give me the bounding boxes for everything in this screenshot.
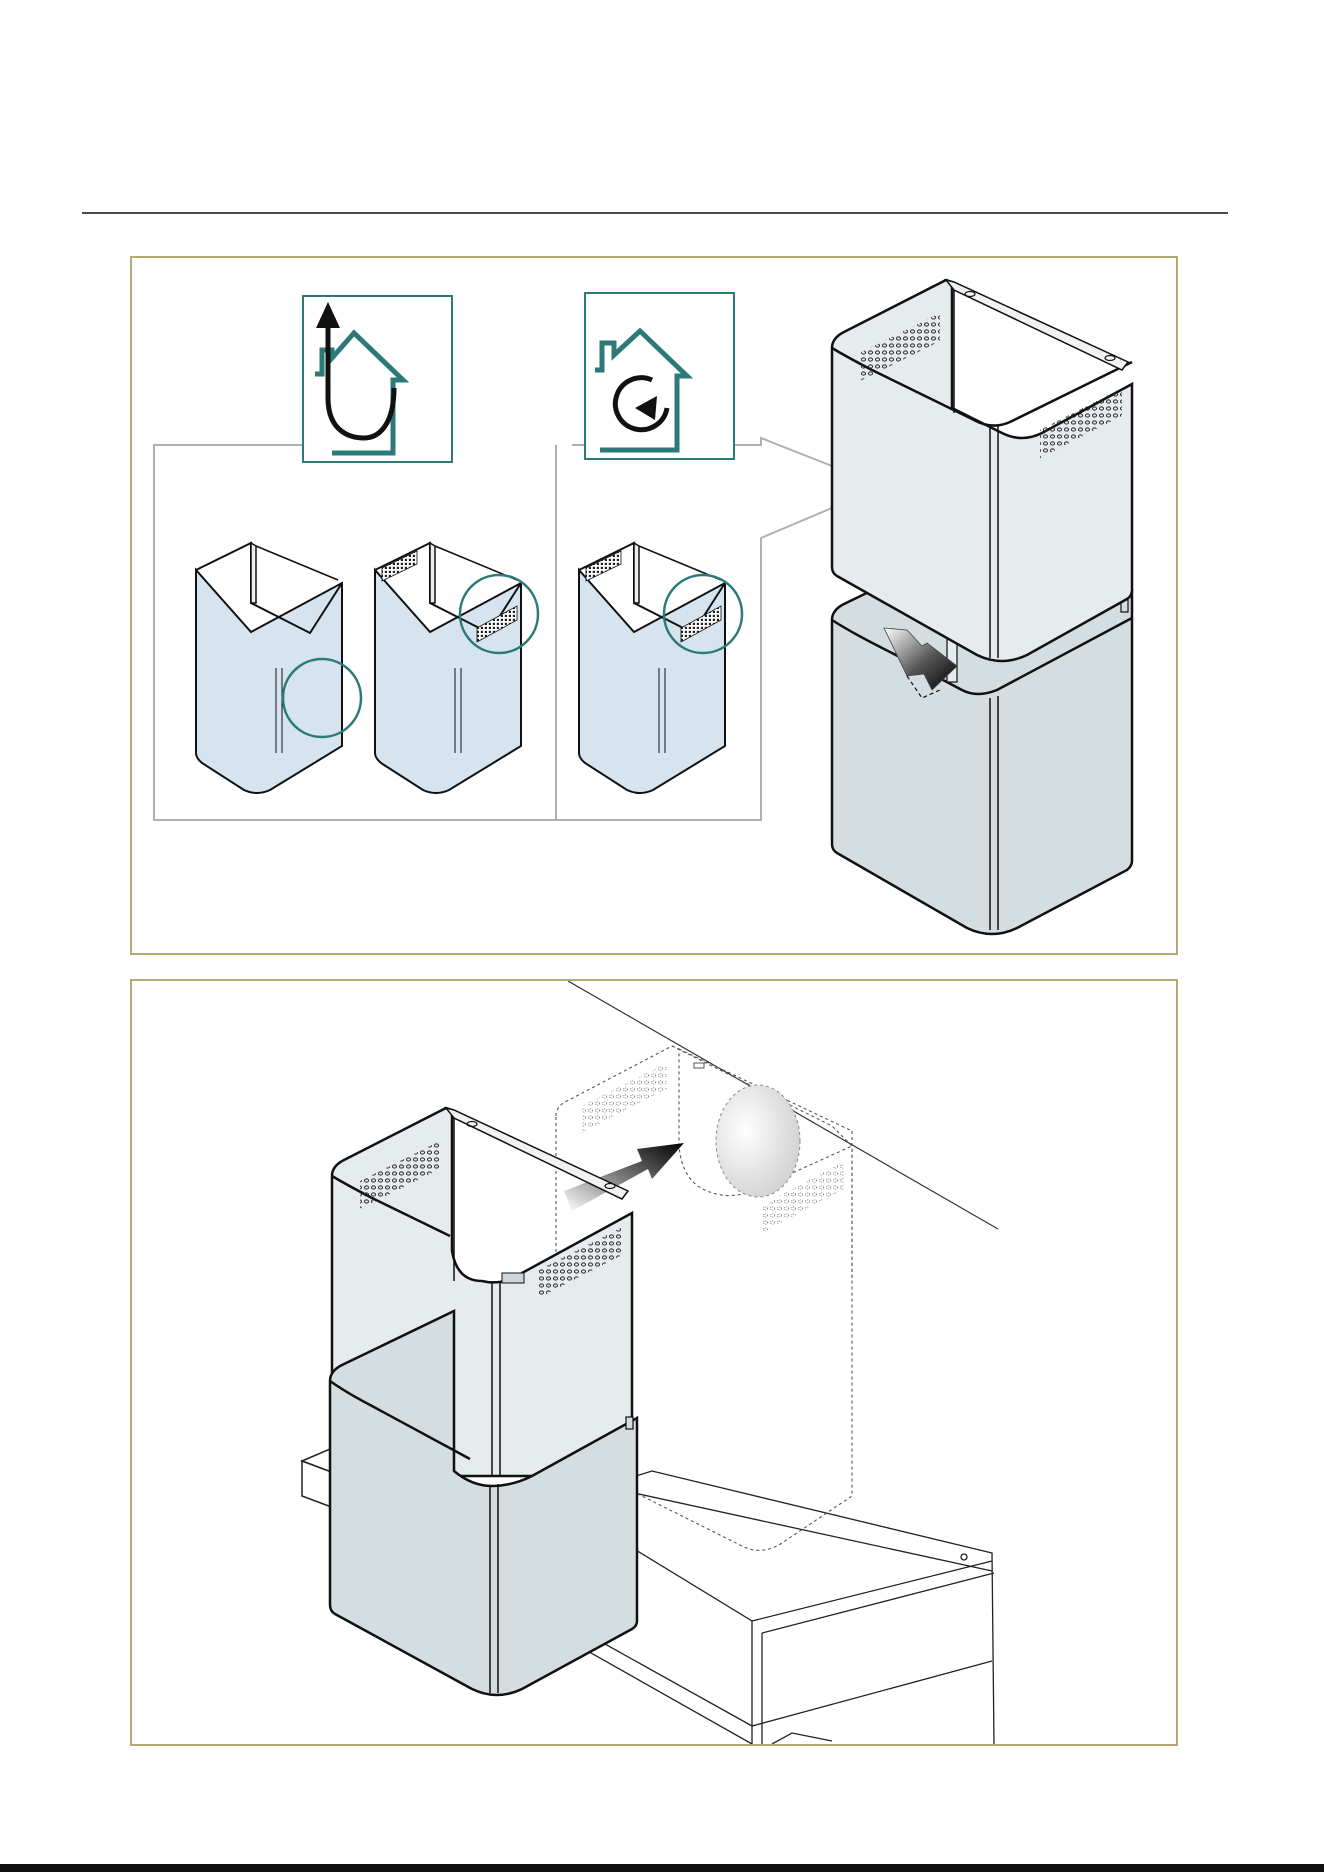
header-divider (82, 212, 1228, 214)
recirculation-mode-icon (585, 293, 734, 459)
illustration-panel-chimney-assembly (130, 979, 1178, 1746)
exhaust-air-mode-icon (303, 296, 452, 462)
bracket-perforation-left (582, 1063, 667, 1133)
footer-bar (0, 1864, 1324, 1872)
illustration-panel-chimney-variants (130, 256, 1178, 955)
air-duct-opening (716, 1085, 800, 1197)
bracket-slot-top (694, 1063, 704, 1068)
chimney-variant-recirculation (579, 543, 742, 793)
chimney-variant-perforated (375, 543, 538, 793)
chimney-variant-exhaust (196, 543, 361, 793)
